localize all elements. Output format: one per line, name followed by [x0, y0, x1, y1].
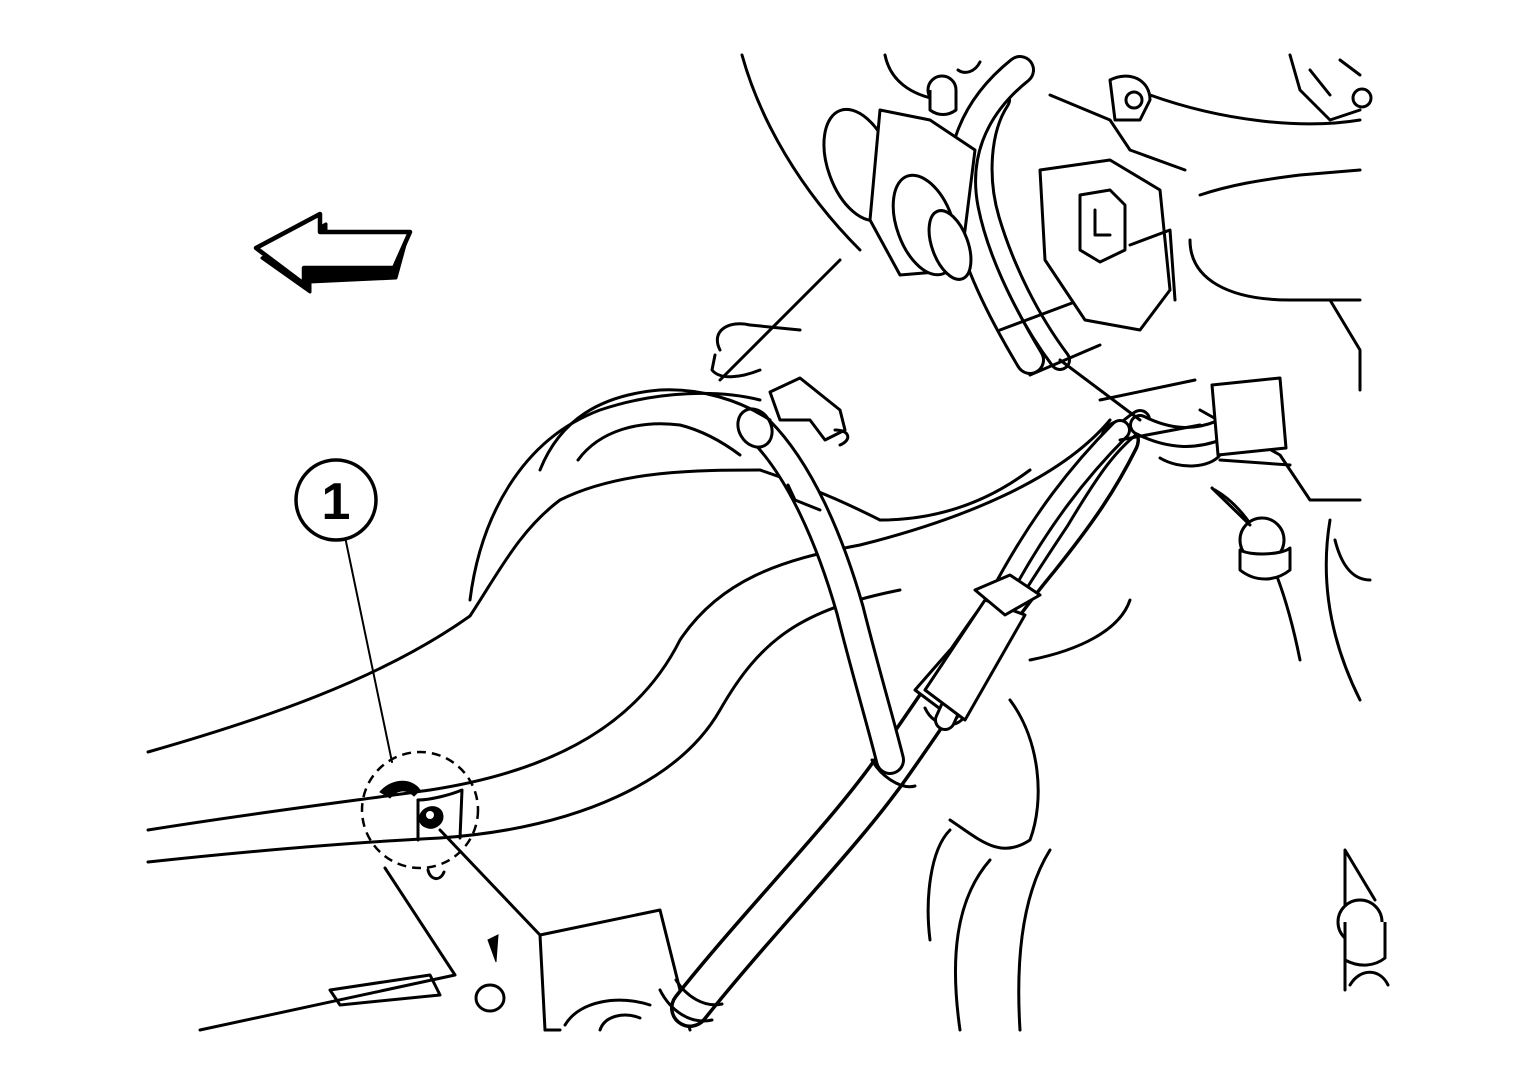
secondary-hose [736, 407, 905, 775]
callout-leader-line [343, 531, 393, 763]
frame-outline [146, 53, 1390, 1032]
top-assembly [822, 53, 1373, 581]
upper-tube-loop [538, 388, 772, 472]
hose-clip [768, 376, 850, 512]
callout-1-label: 1 [322, 473, 351, 531]
clip-location-1 [360, 750, 480, 870]
callout-1: 1 [294, 458, 378, 542]
direction-arrow-icon [253, 211, 413, 294]
